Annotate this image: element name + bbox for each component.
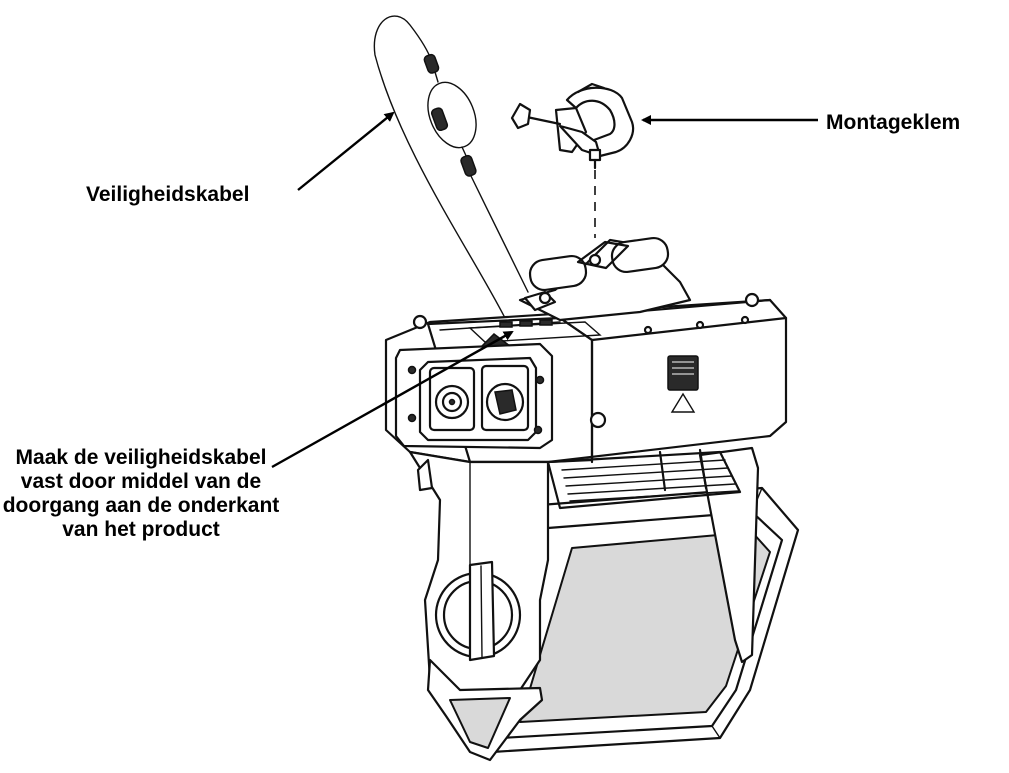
safety-cable xyxy=(373,15,529,319)
attach-instruction-label: Maak de veiligheidskabel vast door midde… xyxy=(2,446,280,541)
fixture-body xyxy=(384,236,800,762)
mounting-clamp xyxy=(510,82,635,170)
safety-cable-label: Veiligheidskabel xyxy=(86,183,250,206)
arrow-to-cable xyxy=(297,111,395,191)
mounting-clamp-label: Montageklem xyxy=(826,111,961,134)
arrow-to-passage xyxy=(271,330,514,469)
